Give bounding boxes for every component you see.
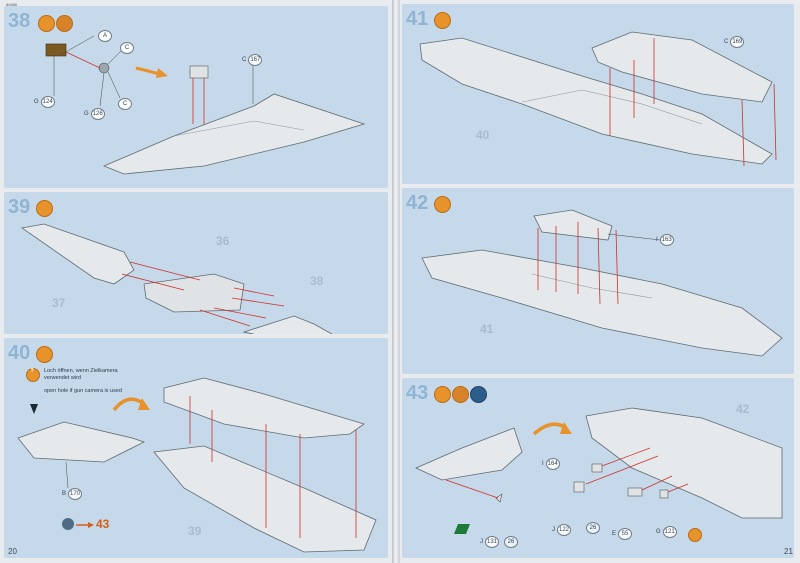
note-english: open hole if gun camera is used	[44, 388, 122, 394]
step-41-number: 41	[406, 8, 429, 30]
question-icon	[688, 528, 702, 542]
step-39-number: 39	[8, 196, 31, 218]
part-number-37: 37	[52, 296, 66, 310]
step-40-drawing	[17, 377, 377, 553]
note-german: Loch öffnen, wenn Zielkamera verwendet w…	[44, 368, 118, 381]
book-spine	[392, 0, 400, 563]
paint-icon	[470, 386, 487, 403]
question-mark: ?	[30, 368, 34, 374]
step-39-panel: 39 36 37 38	[4, 192, 388, 334]
part-number-41: 41	[480, 322, 494, 336]
tool-icon	[452, 386, 469, 403]
part-number-42: 42	[736, 402, 750, 416]
part-number-40: 40	[476, 128, 490, 142]
callout-letter: C	[118, 42, 134, 54]
step-39-drawing	[20, 223, 333, 334]
question-icon	[26, 368, 40, 382]
ref-step-43: 43	[96, 517, 110, 531]
step-40-number: 40	[8, 342, 31, 364]
glue-icon	[434, 196, 451, 213]
glue-icon	[36, 200, 53, 217]
callout-letter: C	[116, 98, 132, 110]
step-38-number: 38	[8, 10, 31, 32]
part-number-36: 36	[216, 234, 230, 248]
part-number-38: 38	[310, 274, 324, 288]
step-42-number: 42	[406, 192, 429, 214]
glue-icon	[434, 386, 451, 403]
step-43-number: 43	[406, 382, 429, 404]
callout-letter: A	[96, 30, 112, 42]
left-page: 80686 38 A C C	[0, 0, 392, 563]
part-number-39: 39	[188, 524, 202, 538]
step-38-drawing	[45, 35, 366, 175]
color-code-26: 26	[584, 522, 600, 534]
tool-icon	[56, 15, 73, 32]
glue-icon	[36, 346, 53, 363]
step-40-panel: 40 ? Loch öffnen, wenn Zielkamera verwen…	[4, 338, 388, 558]
step-41-drawing	[419, 31, 777, 167]
print-code: 80686	[6, 2, 18, 7]
glue-icon	[38, 15, 55, 32]
step-42-drawing	[421, 209, 783, 357]
page-number-left: 20	[8, 547, 17, 556]
color-code-26: 26	[502, 536, 518, 548]
page-number-right: 21	[784, 547, 793, 556]
step-43-drawing	[415, 407, 783, 534]
glue-icon	[434, 12, 451, 29]
